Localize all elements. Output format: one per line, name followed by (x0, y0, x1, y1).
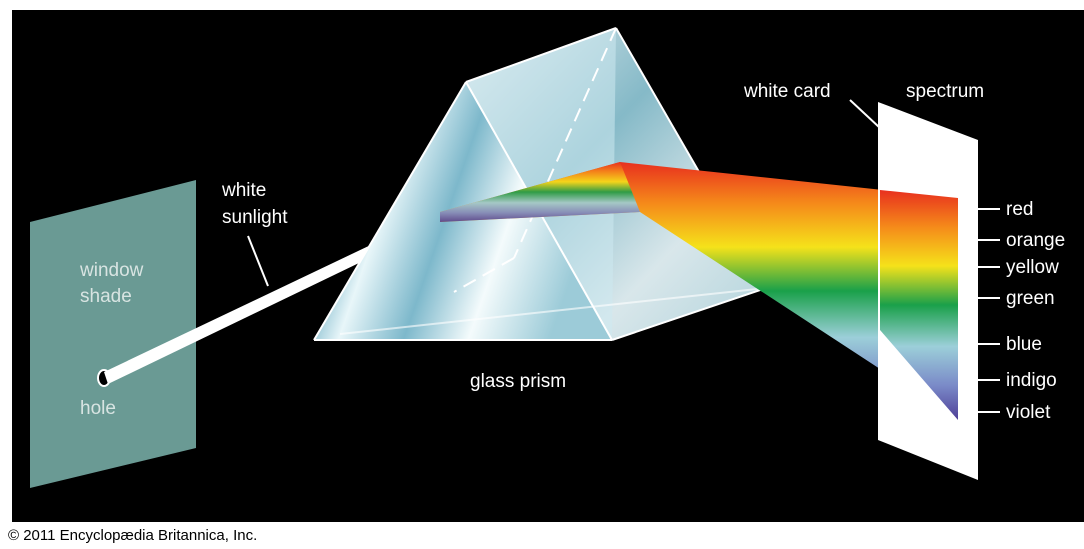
sunlight-beam (104, 212, 444, 384)
copyright-notice: © 2011 Encyclopædia Britannica, Inc. (8, 527, 258, 544)
window-shade-label-line2: shade (80, 286, 132, 307)
spectrum-label-yellow: yellow (1006, 257, 1059, 278)
spectrum-label: spectrum (906, 81, 984, 102)
white-card-label: white card (743, 81, 831, 102)
hole-label: hole (80, 398, 116, 419)
spectrum-label-violet: violet (1006, 402, 1051, 423)
spectrum-label-indigo: indigo (1006, 370, 1057, 391)
window-shade (30, 180, 196, 488)
spectrum-ticks (958, 208, 1000, 413)
card-spectrum (880, 190, 958, 420)
white-card-leader-line (849, 99, 881, 129)
spectrum-label-green: green (1006, 288, 1055, 309)
spectrum-label-blue: blue (1006, 334, 1042, 355)
dispersed-spectrum-beam (440, 162, 958, 420)
spectrum-label-orange: orange (1006, 230, 1065, 251)
glass-prism-label: glass prism (470, 371, 566, 392)
white-sunlight-label-line1: white (221, 180, 266, 201)
white-sunlight-label-line2: sunlight (222, 207, 288, 228)
window-shade-label-line1: window (79, 260, 144, 281)
sunlight-leader-line (247, 235, 269, 287)
spectrum-inside-prism (440, 162, 640, 222)
spectrum-label-red: red (1006, 199, 1033, 220)
